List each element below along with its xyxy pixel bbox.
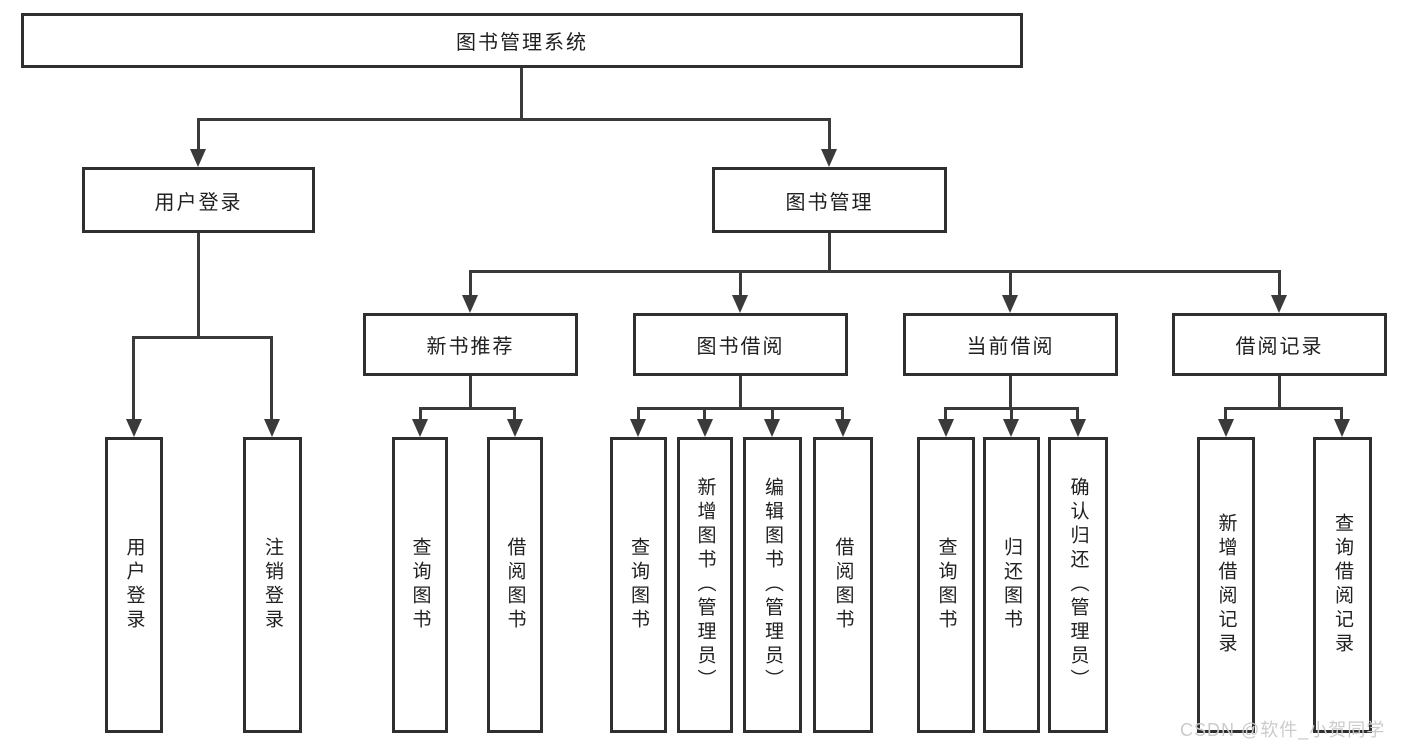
line <box>841 407 844 421</box>
arrowhead-down <box>1218 419 1234 437</box>
arrowhead-down <box>1002 295 1018 313</box>
node-current-borrow: 当前借阅 <box>903 313 1118 376</box>
arrowhead-down <box>462 295 478 313</box>
arrowhead-down <box>697 419 713 437</box>
arrowhead-down <box>630 419 646 437</box>
line <box>637 407 640 421</box>
leaf-current-return-books: 归还图书 <box>983 437 1040 733</box>
arrowhead-down <box>190 149 206 167</box>
leaf-borrow-edit-books-admin-label: 编辑图书（管理员） <box>762 477 783 693</box>
arrowhead-down <box>1003 419 1019 437</box>
leaf-records-add-record: 新增借阅记录 <box>1197 437 1255 733</box>
line <box>132 336 135 421</box>
leaf-current-confirm-return-admin-label: 确认归还（管理员） <box>1067 477 1089 693</box>
line <box>270 336 273 421</box>
leaf-records-query-record-label: 查询借阅记录 <box>1332 513 1353 657</box>
node-new-book-recommend: 新书推荐 <box>363 313 578 376</box>
arrowhead-down <box>821 149 837 167</box>
leaf-current-return-books-label: 归还图书 <box>1001 537 1022 633</box>
line <box>469 376 472 407</box>
csdn-watermark: CSDN @软件_小贺同学 <box>1180 720 1386 740</box>
line <box>1009 270 1012 297</box>
line <box>944 407 947 421</box>
leaf-current-confirm-return-admin: 确认归还（管理员） <box>1048 437 1108 733</box>
leaf-user-login-label: 用户登录 <box>123 537 145 633</box>
arrowhead-down <box>1271 295 1287 313</box>
node-root: 图书管理系统 <box>21 13 1023 68</box>
node-book-borrow-label: 图书借阅 <box>696 336 785 358</box>
arrowhead-down <box>126 419 142 437</box>
line <box>132 336 273 339</box>
arrowhead-down <box>732 295 748 313</box>
node-borrow-records-label: 借阅记录 <box>1235 336 1324 358</box>
leaf-borrow-add-books-admin-label: 新增图书（管理员） <box>694 477 716 693</box>
leaf-newbook-borrow-books-label: 借阅图书 <box>504 537 526 633</box>
leaf-logout: 注销登录 <box>243 437 302 733</box>
leaf-current-query-books: 查询图书 <box>917 437 975 733</box>
line <box>197 118 200 151</box>
node-user-login-label: 用户登录 <box>154 191 243 214</box>
line <box>1278 270 1281 297</box>
leaf-borrow-add-books-admin: 新增图书（管理员） <box>677 437 733 733</box>
node-borrow-records: 借阅记录 <box>1172 313 1387 376</box>
arrowhead-down <box>507 419 523 437</box>
arrowhead-down <box>1334 419 1350 437</box>
arrowhead-down <box>835 419 851 437</box>
arrowhead-down <box>938 419 954 437</box>
leaf-borrow-query-books-label: 查询图书 <box>628 537 649 633</box>
line <box>1224 407 1343 410</box>
leaf-user-login: 用户登录 <box>105 437 163 733</box>
node-book-management: 图书管理 <box>712 167 947 233</box>
node-new-book-recommend-label: 新书推荐 <box>426 336 515 358</box>
leaf-borrow-borrow-books-label: 借阅图书 <box>832 537 854 633</box>
node-root-label: 图书管理系统 <box>456 32 588 54</box>
node-current-borrow-label: 当前借阅 <box>966 336 1055 358</box>
leaf-records-add-record-label: 新增借阅记录 <box>1215 513 1237 657</box>
line <box>703 407 706 421</box>
leaf-newbook-query-books-label: 查询图书 <box>409 537 431 633</box>
line <box>469 270 1281 273</box>
leaf-borrow-edit-books-admin: 编辑图书（管理员） <box>743 437 802 733</box>
leaf-borrow-borrow-books: 借阅图书 <box>813 437 873 733</box>
arrowhead-down <box>764 419 780 437</box>
leaf-newbook-borrow-books: 借阅图书 <box>487 437 543 733</box>
line <box>419 407 422 421</box>
line <box>1009 376 1012 407</box>
line <box>828 118 831 151</box>
line <box>637 407 844 410</box>
arrowhead-down <box>1070 419 1086 437</box>
line <box>1278 376 1281 407</box>
leaf-newbook-query-books: 查询图书 <box>392 437 448 733</box>
leaf-borrow-query-books: 查询图书 <box>610 437 667 733</box>
leaf-current-query-books-label: 查询图书 <box>935 537 957 633</box>
line <box>739 270 742 297</box>
line <box>1010 407 1013 421</box>
node-book-management-label: 图书管理 <box>785 191 874 214</box>
line <box>513 407 516 421</box>
line <box>197 232 200 336</box>
line <box>828 233 831 270</box>
node-user-login: 用户登录 <box>82 167 315 233</box>
line <box>197 118 831 121</box>
line <box>1224 407 1227 421</box>
line <box>419 407 516 410</box>
line <box>739 376 742 407</box>
leaf-logout-label: 注销登录 <box>262 537 283 633</box>
arrowhead-down <box>412 419 428 437</box>
line <box>520 68 523 118</box>
node-book-borrow: 图书借阅 <box>633 313 848 376</box>
line <box>1340 407 1343 421</box>
line <box>771 407 774 421</box>
leaf-records-query-record: 查询借阅记录 <box>1313 437 1372 733</box>
arrowhead-down <box>264 419 280 437</box>
line <box>1076 407 1079 421</box>
line <box>469 270 472 297</box>
